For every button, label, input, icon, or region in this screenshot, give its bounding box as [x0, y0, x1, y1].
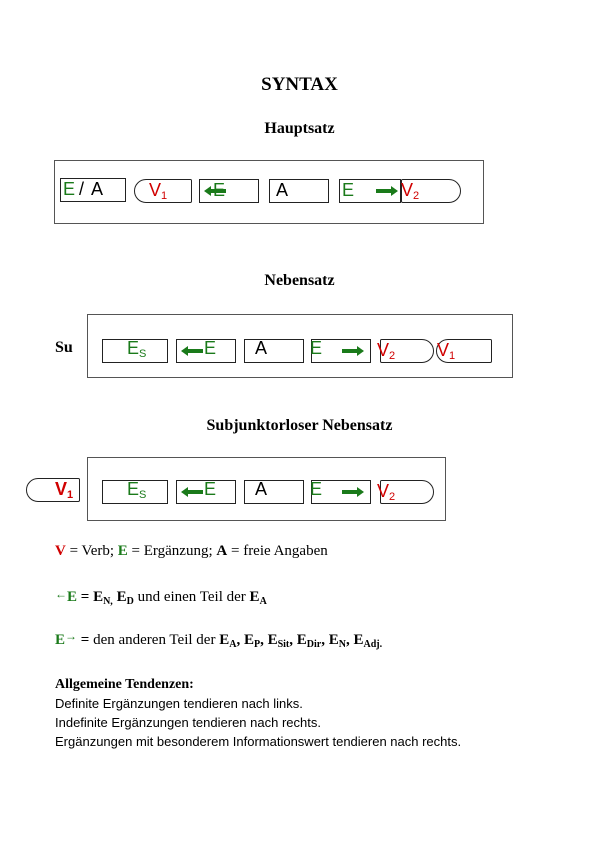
field-e-left: E — [176, 479, 236, 504]
legend-separator: , — [321, 632, 329, 648]
legend-ergaenzung-base: E — [296, 632, 307, 648]
field-v2: V2 — [377, 480, 434, 504]
legend-ergaenzung-base: E — [243, 632, 254, 648]
legend-ergaenzung-subscript: Dir — [306, 639, 322, 650]
legend-line-3: E→ = den anderen Teil der EA, EP, ESit, … — [55, 629, 383, 650]
page-title: SYNTAX — [261, 74, 338, 95]
field-v1: V1 — [436, 339, 492, 363]
subjunktor-label: Su — [55, 339, 73, 356]
field-e-right: E — [339, 179, 401, 203]
section-title-nebensatz: Nebensatz — [264, 272, 335, 289]
legend-ergaenzung-list: EA, EP, ESit, EDir, EN, EAdj. — [219, 632, 383, 650]
field-e-right: E — [310, 479, 371, 504]
legend-separator: , — [236, 632, 244, 648]
arrow-left-icon — [204, 186, 226, 196]
arrow-right-icon — [342, 487, 364, 497]
field-e-right: E — [310, 338, 371, 363]
tendency-line: Ergänzungen mit besonderem Informationsw… — [55, 734, 462, 749]
legend-separator: , — [260, 632, 268, 648]
legend-line-2: ←E = EN, ED und einen Teil der EA — [55, 587, 267, 607]
arrow-right-icon: → — [65, 629, 78, 643]
field-v1: V1 — [134, 179, 192, 203]
legend-separator: , — [289, 632, 297, 648]
field-v1-fronted: V1 — [26, 478, 80, 502]
tendency-line: Indefinite Ergänzungen tendieren nach re… — [55, 715, 321, 730]
legend-ergaenzung-base: E — [267, 632, 278, 648]
legend-ergaenzung-subscript: N — [338, 639, 346, 650]
arrow-right-icon — [376, 186, 398, 196]
section-title-hauptsatz: Hauptsatz — [264, 120, 335, 137]
legend-ergaenzung-subscript: A — [229, 639, 237, 650]
field-a: A — [244, 338, 304, 363]
section-title-subjunktorlos: Subjunktorloser Nebensatz — [206, 417, 393, 434]
legend-ergaenzung-subscript: Sit — [277, 639, 290, 650]
field-v2: V2 — [401, 179, 461, 203]
legend-ergaenzung-base: E — [353, 632, 364, 648]
field-es: ES — [102, 338, 168, 363]
legend-ergaenzung-subscript: P — [253, 639, 261, 650]
legend-separator: , — [345, 632, 354, 648]
field-es: ES — [102, 479, 168, 504]
tendency-line: Definite Ergänzungen tendieren nach link… — [55, 696, 303, 711]
field-e-left: E — [199, 179, 259, 203]
legend-line-1: V = Verb; E = Ergänzung; A = freie Angab… — [55, 543, 328, 559]
legend-ergaenzung-base: E — [219, 632, 230, 648]
arrow-left-icon — [181, 487, 203, 497]
tendencies-heading: Allgemeine Tendenzen: — [55, 677, 194, 692]
legend-ergaenzung-subscript: Adj. — [363, 639, 383, 650]
arrow-left-icon: ← — [55, 587, 67, 601]
field-e-left: E — [176, 338, 236, 363]
field-a: A — [244, 479, 304, 504]
legend-ergaenzung-base: E — [328, 632, 339, 648]
field-a: A — [269, 179, 329, 203]
arrow-right-icon — [342, 346, 364, 356]
arrow-left-icon — [181, 346, 203, 356]
field-v2: V2 — [377, 339, 434, 363]
field-e-a: E / A — [60, 178, 126, 202]
